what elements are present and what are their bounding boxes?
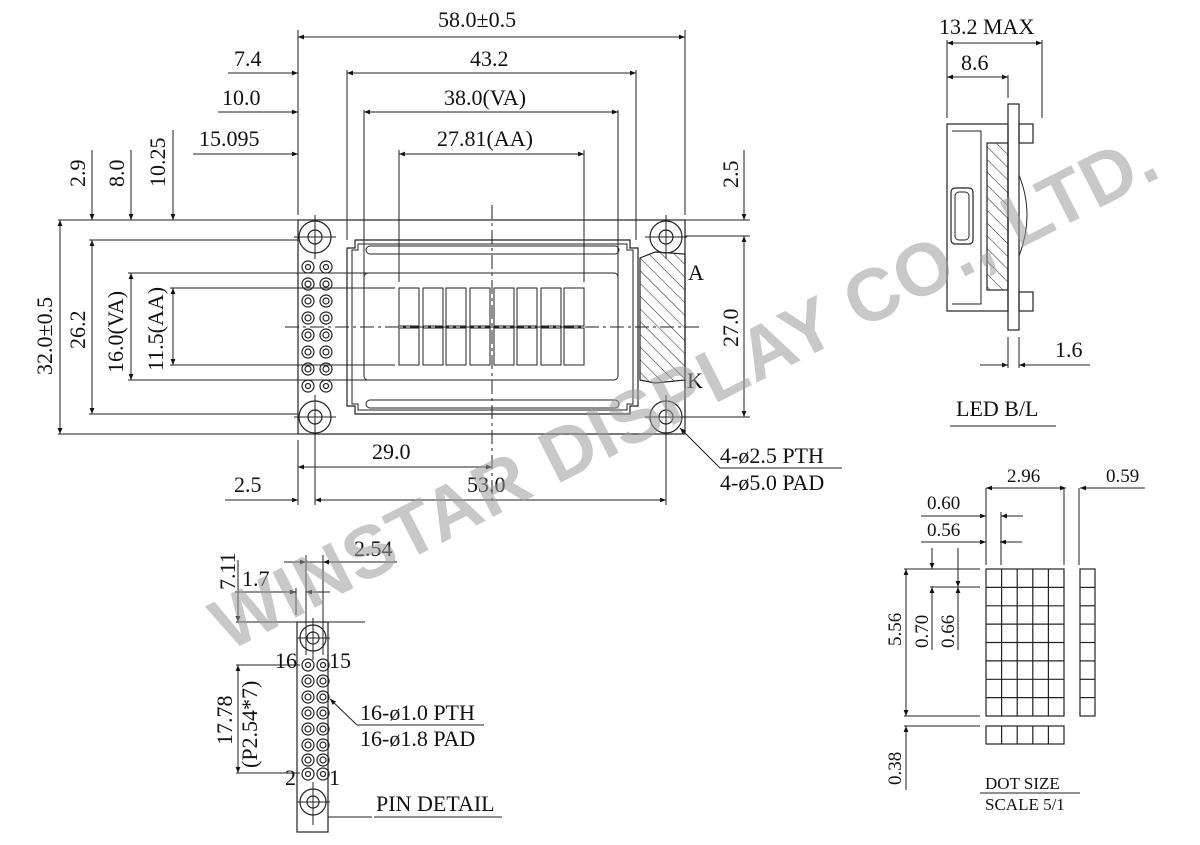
dim-hole-pitch-width: 53.0 [467,472,506,497]
dim-cursor-gap: 0.38 [885,752,906,785]
dim-top-va: 8.0 [104,160,129,188]
dim-left-hole-offset: 2.5 [234,472,262,497]
pin-array [301,658,330,781]
pin-header [301,260,333,393]
dim-pin-span: 17.78 [212,696,237,746]
pin-2-label: 2 [285,765,296,790]
dim-dot-pitch-y: 0.70 [912,615,933,648]
pin-pth-note: 16-ø1.0 PTH [360,700,475,725]
dim-pin-pitch: 2.54 [354,536,393,561]
dim-bezel-width: 43.2 [470,46,509,71]
dim-overall-width: 58.0±0.5 [438,7,516,32]
mounting-holes [294,215,687,450]
mount-hole-pad-note: 4-ø5.0 PAD [720,470,824,495]
cathode-label: K [687,368,703,393]
dim-center-offset: 29.0 [372,439,411,464]
dim-left-aa: 15.095 [199,126,260,151]
dim-pin-offset: 1.7 [242,566,270,591]
pin-15-label: 15 [329,648,351,673]
dim-hole-pitch-height: 26.2 [65,311,90,350]
led-backlight [639,251,686,384]
pin-16-label: 16 [275,648,297,673]
dim-pcb-thickness: 1.6 [1055,337,1083,362]
dim-right-pitch: 27.0 [718,309,743,348]
pin-1-label: 1 [329,765,340,790]
dim-left-bezel: 7.4 [234,46,262,71]
dim-viewing-area-height: 16.0(VA) [103,291,128,373]
side-view: 13.2 MAX 8.6 1.6 LED B/L [939,14,1090,427]
dim-char-gap: 0.59 [1106,466,1139,487]
dim-dot-height: 0.66 [938,615,959,648]
dim-max-thickness: 13.2 MAX [939,14,1034,39]
dot-size-scale: SCALE 5/1 [985,795,1065,814]
dim-depth: 8.6 [961,50,989,75]
pin-detail: 2.54 1.7 7.11 17.78 (P2.54*7) [212,536,502,833]
bezel [346,239,639,415]
mount-hole-pth-note: 4-ø2.5 PTH [720,443,824,468]
dim-pin-span-note: (P2.54*7) [237,681,262,768]
anode-label: A [688,260,704,285]
dim-left-va: 10.0 [222,85,261,110]
dot-grid [985,568,1096,745]
dim-active-area-height: 11.5(AA) [143,287,168,371]
dim-viewing-area-width: 38.0(VA) [444,85,526,110]
character-cells [398,287,585,366]
dim-dot-width: 0.56 [927,520,960,541]
dot-size-title: DOT SIZE [985,774,1060,793]
dim-char-width: 2.96 [1007,466,1040,487]
dim-pin-top: 7.11 [215,552,240,590]
dim-dot-pitch-x: 0.60 [927,493,960,514]
dim-active-area-width: 27.81(AA) [437,126,533,151]
dot-size-detail: 2.96 0.59 0.60 0.56 5.56 0.70 0.66 0.38 [885,466,1145,814]
pin-detail-title: PIN DETAIL [376,791,495,816]
watermark: WINSTAR DISPLAY CO., LTD. [198,116,1171,667]
dim-char-height: 5.56 [885,613,906,646]
dim-right-top: 2.5 [718,161,743,189]
dim-overall-height: 32.0±0.5 [32,297,57,375]
dim-top-aa: 10.25 [145,138,170,188]
pin-pad-note: 16-ø1.8 PAD [360,726,475,751]
side-view-title: LED B/L [956,396,1039,421]
dim-top-hole: 2.9 [65,160,90,188]
front-view: 58.0±0.5 7.4 43.2 10.0 38.0(VA) 15.095 2… [32,7,842,505]
